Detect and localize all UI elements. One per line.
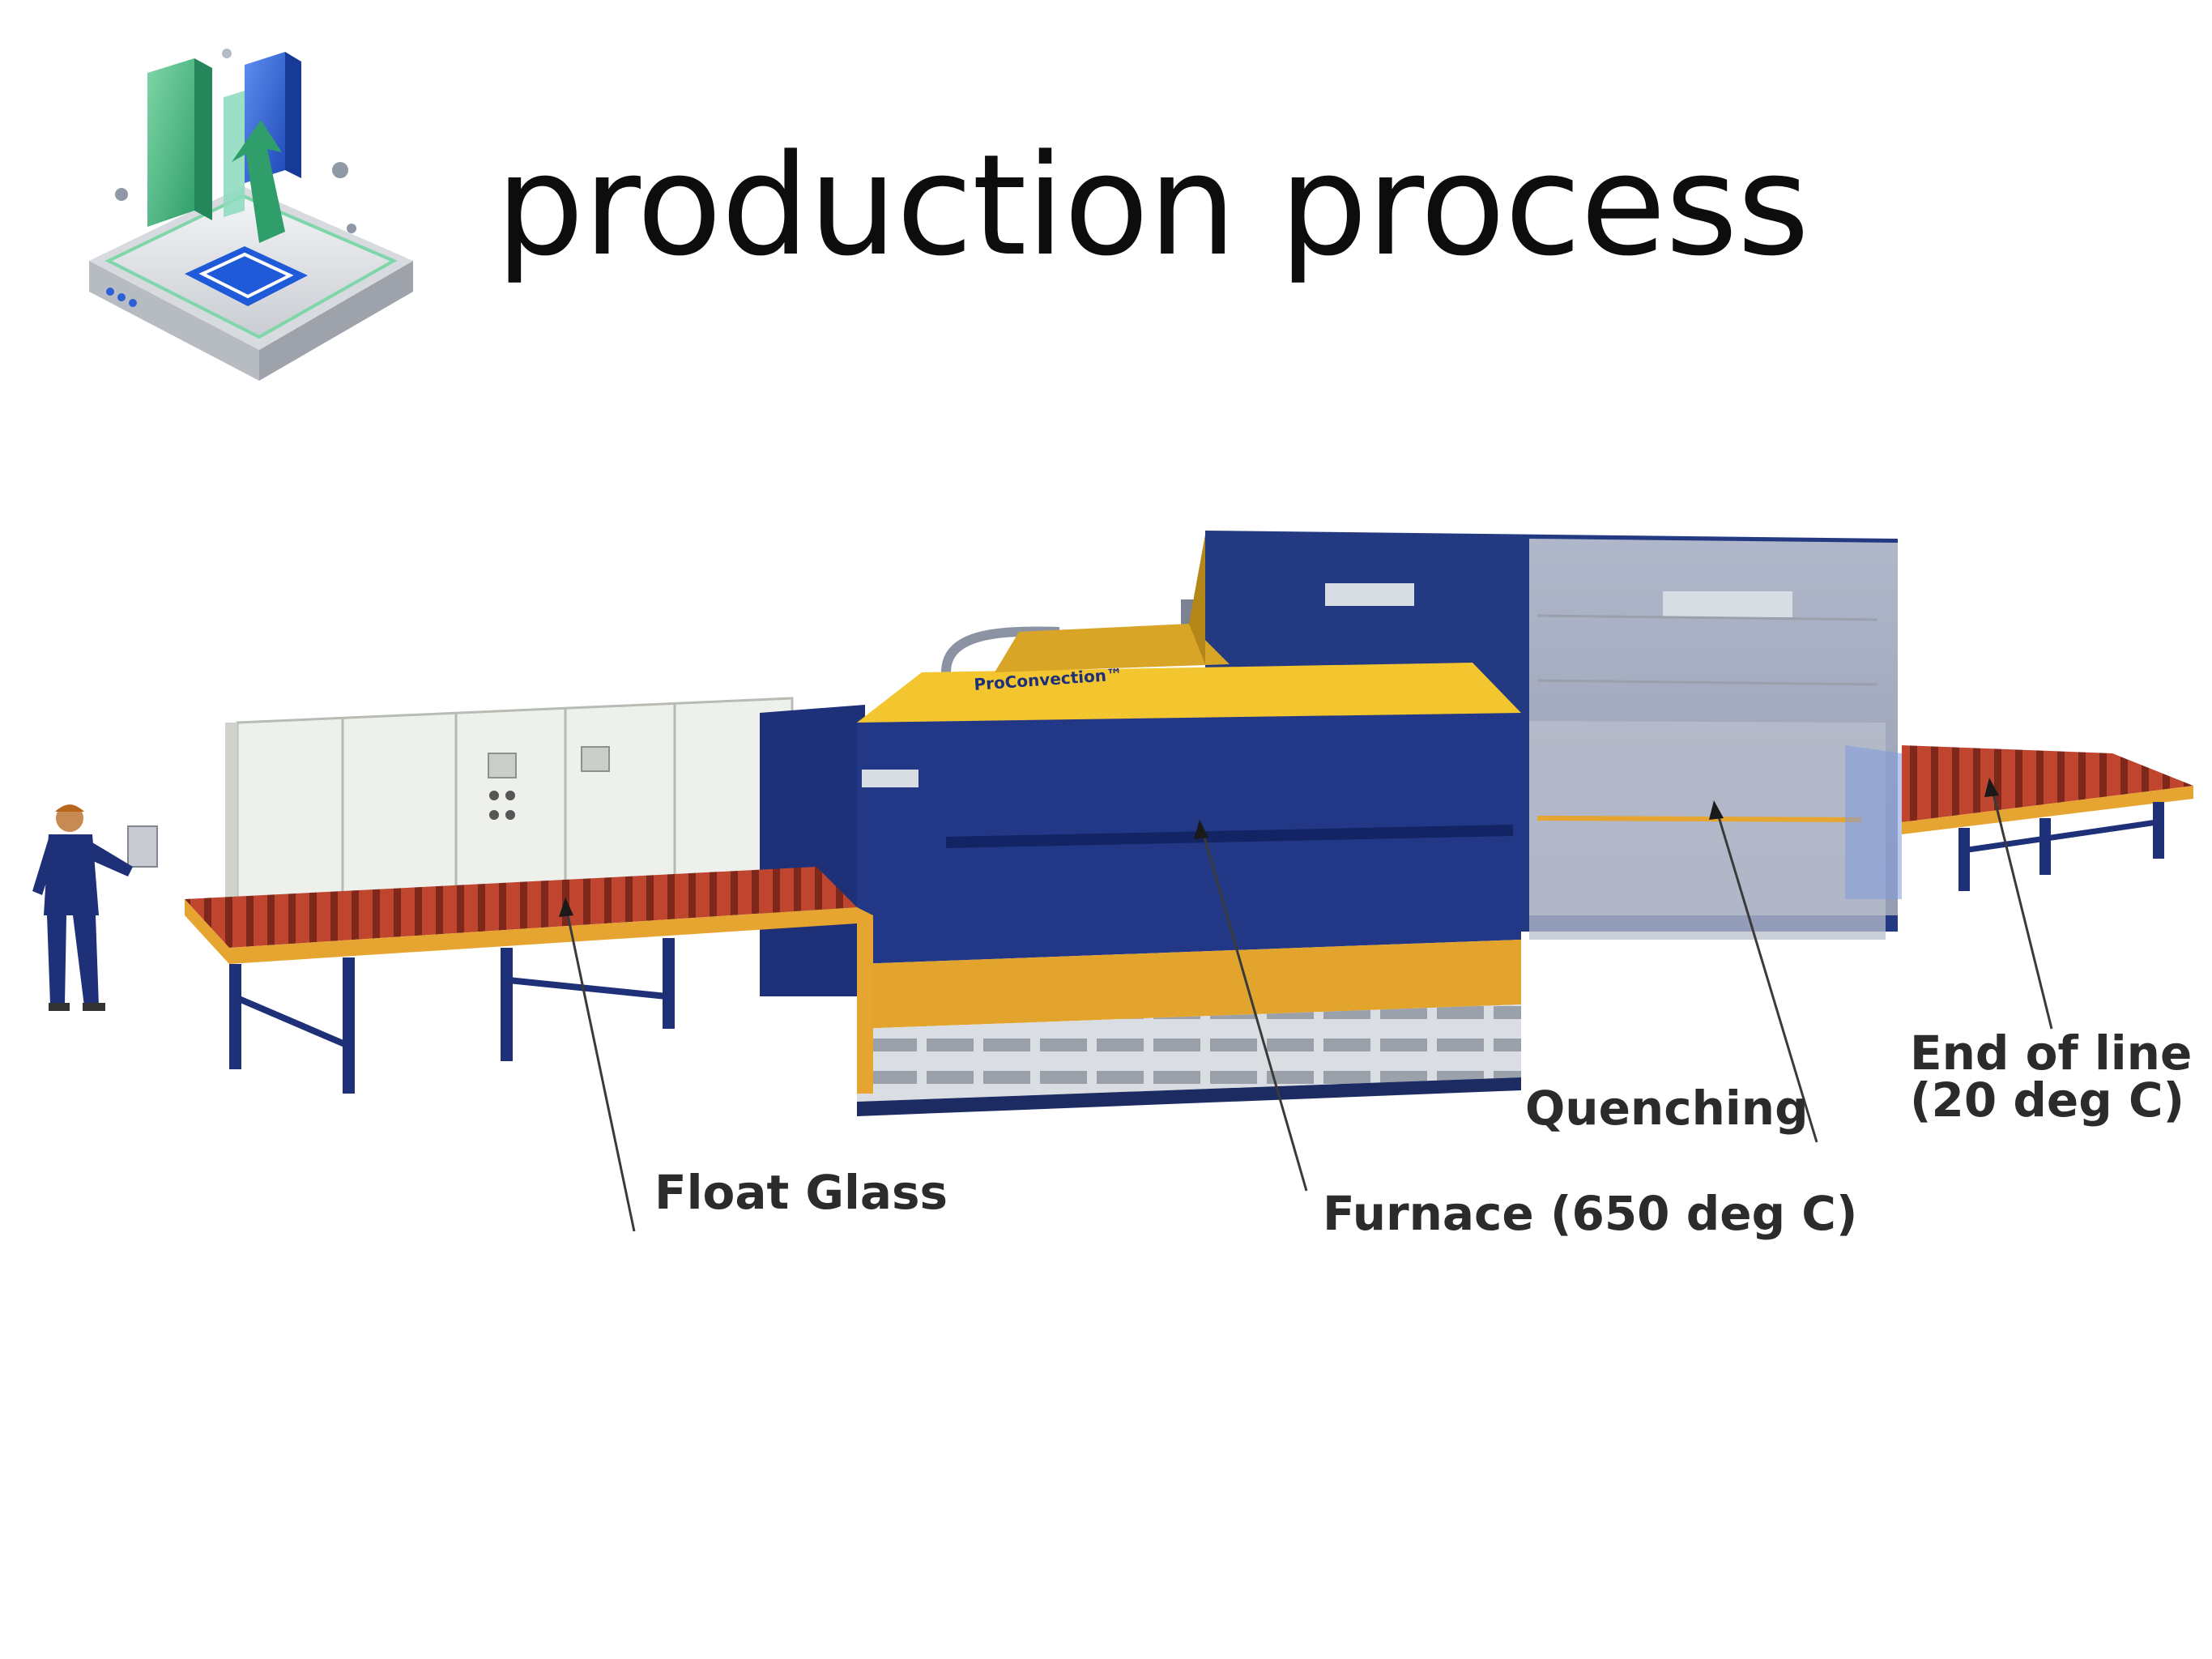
label-end-of-line-temp: (20 deg C) xyxy=(1910,1073,2184,1128)
glass-tempering-line-diagram: ProConvection™ xyxy=(32,531,2193,1241)
unloading-table xyxy=(1902,745,2193,891)
bar-chart-growth-icon xyxy=(89,49,413,381)
control-cabinets xyxy=(225,697,794,917)
label-quenching: Quenching xyxy=(1525,1081,1809,1136)
page-title: production process xyxy=(496,124,1809,287)
operator-figure xyxy=(32,804,158,1011)
label-end-of-line: End of line xyxy=(1910,1026,2192,1081)
label-furnace: Furnace (650 deg C) xyxy=(1323,1186,1857,1241)
furnace: ProConvection™ xyxy=(760,535,1521,1116)
loading-table xyxy=(185,867,873,1094)
label-float-glass: Float Glass xyxy=(654,1165,948,1220)
